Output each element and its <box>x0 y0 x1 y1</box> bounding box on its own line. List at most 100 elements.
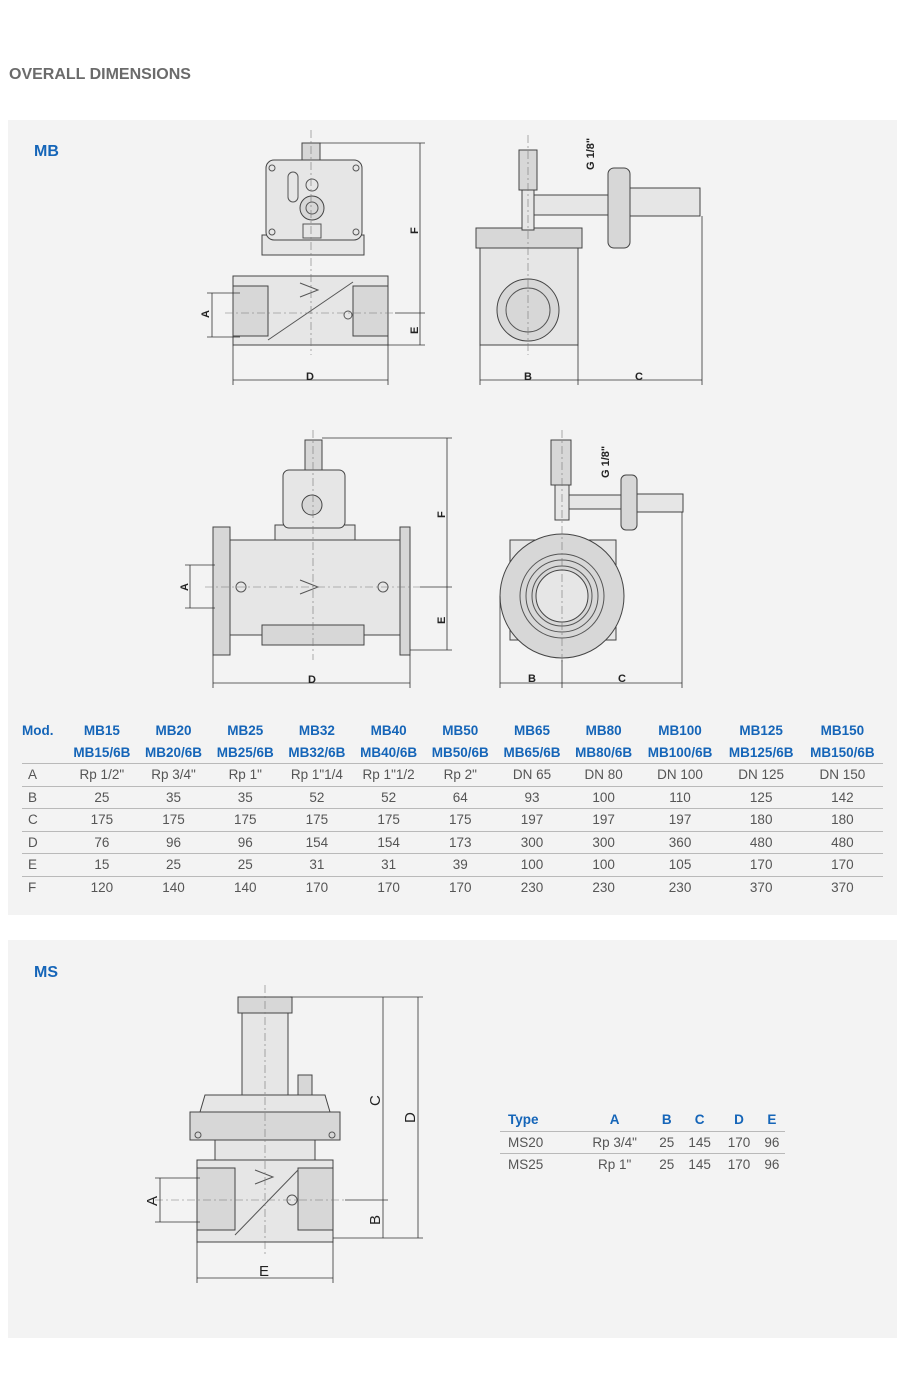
table-cell: 100 <box>496 853 568 876</box>
table-cell: 173 <box>424 830 497 854</box>
table-cell: 170 <box>801 853 883 876</box>
table-cell: Rp 3/4" <box>137 763 210 786</box>
dim-label-c: C <box>635 371 643 383</box>
dim-label-e: E <box>409 327 421 334</box>
dim-label-b: B <box>524 371 532 383</box>
header-model-6b: MB15/6B <box>73 744 131 760</box>
header-mod: Mod. <box>22 723 54 739</box>
table-cell: Rp 1" <box>209 763 282 786</box>
header-model-6b: MB100/6B <box>647 744 713 760</box>
header-model: MB80 <box>585 723 622 739</box>
row-label: B <box>22 785 66 809</box>
table-cell: Rp 1/2" <box>66 763 138 786</box>
table-cell: 170 <box>424 875 497 898</box>
table-cell: Rp 3/4" <box>575 1130 654 1154</box>
table-cell: 170 <box>719 1153 759 1176</box>
dim-label-a: A <box>200 310 212 318</box>
dim-label-b: B <box>528 673 536 685</box>
table-cell: 175 <box>66 808 138 831</box>
header-e: E <box>767 1112 777 1128</box>
table-cell: 142 <box>801 785 883 809</box>
dim-label-g: G 1/8" <box>600 446 612 478</box>
table-cell: 96 <box>137 830 210 854</box>
table-cell: 480 <box>801 830 883 854</box>
header-model-6b: MB25/6B <box>216 744 274 760</box>
table-cell: 170 <box>719 1130 759 1154</box>
header-model: MB25 <box>227 723 264 739</box>
header-model-6b: MB50/6B <box>431 744 489 760</box>
dim-label-b: B <box>367 1215 384 1225</box>
table-cell: 180 <box>801 808 883 831</box>
table-cell: 52 <box>281 785 353 809</box>
row-label: MS20 <box>500 1130 576 1154</box>
dim-label-f: F <box>409 227 421 234</box>
table-cell: DN 80 <box>567 763 640 786</box>
header-b: B <box>661 1112 672 1128</box>
mb-threaded-front-drawing: D A F E <box>200 130 425 385</box>
dim-label-a: A <box>179 583 191 591</box>
header-model: MB50 <box>442 723 479 739</box>
table-cell: 35 <box>209 785 282 809</box>
header-model: MB15 <box>83 723 120 739</box>
header-c: C <box>694 1112 705 1128</box>
mb-section-label: MB <box>34 143 59 160</box>
table-cell: 15 <box>66 853 138 876</box>
dim-label-d: D <box>402 1112 419 1123</box>
table-cell: 96 <box>758 1153 785 1176</box>
table-cell: 96 <box>209 830 282 854</box>
table-cell: 93 <box>496 785 568 809</box>
header-model-6b: MB65/6B <box>503 744 561 760</box>
row-label: E <box>22 853 66 876</box>
header-a: A <box>609 1112 620 1128</box>
table-cell: 175 <box>281 808 353 831</box>
table-cell: 100 <box>567 853 640 876</box>
ms-section-label: MS <box>34 964 58 981</box>
table-header-row: MB15/6B MB20/6B MB25/6B MB32/6B MB40/6B … <box>22 742 883 764</box>
header-model: MB40 <box>370 723 407 739</box>
row-label: MS25 <box>500 1153 576 1176</box>
table-cell: 170 <box>352 875 425 898</box>
table-cell: 25 <box>137 853 210 876</box>
table-cell: DN 65 <box>496 763 568 786</box>
row-label: C <box>22 808 66 831</box>
table-cell: 145 <box>679 1130 720 1154</box>
table-cell: 170 <box>281 875 353 898</box>
table-cell: 25 <box>209 853 282 876</box>
mb-flanged-front-drawing: D A F E <box>179 430 452 688</box>
table-cell: 25 <box>66 785 138 809</box>
table-cell: 175 <box>424 808 497 831</box>
header-model: MB100 <box>658 723 702 739</box>
table-cell: DN 150 <box>801 763 883 786</box>
table-cell: 100 <box>567 785 640 809</box>
dim-label-e: E <box>259 1263 269 1280</box>
table-cell: 64 <box>424 785 497 809</box>
table-cell: 120 <box>66 875 138 898</box>
table-cell: 39 <box>424 853 497 876</box>
table-cell: 76 <box>66 830 138 854</box>
table-cell: 105 <box>639 853 721 876</box>
table-cell: Rp 1" <box>575 1153 654 1176</box>
table-header-row: Mod. MB15 MB20 MB25 MB32 MB40 MB50 MB65 … <box>22 720 883 742</box>
table-cell: 170 <box>720 853 802 876</box>
header-model-6b: MB32/6B <box>288 744 346 760</box>
mb-dimensions-table: Mod. MB15 MB20 MB25 MB32 MB40 MB50 MB65 … <box>22 720 883 898</box>
table-cell: 175 <box>352 808 425 831</box>
dim-label-f: F <box>436 511 448 518</box>
header-model: MB20 <box>155 723 192 739</box>
mb-threaded-side-drawing: B C G 1/8" <box>475 135 703 385</box>
table-header-row: Type A B C D E <box>500 1109 785 1131</box>
dim-label-e: E <box>436 617 448 624</box>
table-cell: 197 <box>567 808 640 831</box>
page-title: OVERALL DIMENSIONS <box>9 66 191 83</box>
dim-label-d: D <box>306 371 314 383</box>
table-cell: 175 <box>137 808 210 831</box>
table-cell: 360 <box>639 830 721 854</box>
